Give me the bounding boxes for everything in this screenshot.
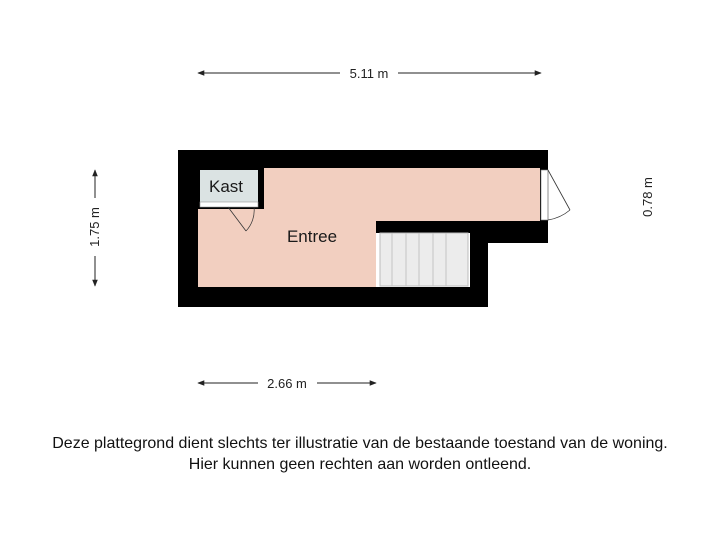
dimension-left: 1.75 m xyxy=(87,169,102,287)
dimension-top: 5.11 m xyxy=(197,66,542,81)
stairs xyxy=(379,232,469,287)
dimension-label-left: 1.75 m xyxy=(87,207,102,247)
dimension-right: 0.78 m xyxy=(640,177,655,217)
kast-door xyxy=(227,206,255,232)
dimension-bottom: 2.66 m xyxy=(197,376,377,391)
kast-floor xyxy=(200,170,258,202)
dimension-label-top: 5.11 m xyxy=(350,66,389,81)
disclaimer-line-1: Deze plattegrond dient slechts ter illus… xyxy=(52,435,668,452)
dimension-label-bottom: 2.66 m xyxy=(267,376,307,391)
room-label-entree: Entree xyxy=(287,227,337,246)
room-label-kast: Kast xyxy=(209,177,243,196)
dimension-label-right: 0.78 m xyxy=(640,177,655,217)
entree-floor xyxy=(198,168,540,287)
front-door xyxy=(540,169,571,221)
disclaimer-line-2: Hier kunnen geen rechten aan worden ontl… xyxy=(188,456,532,473)
